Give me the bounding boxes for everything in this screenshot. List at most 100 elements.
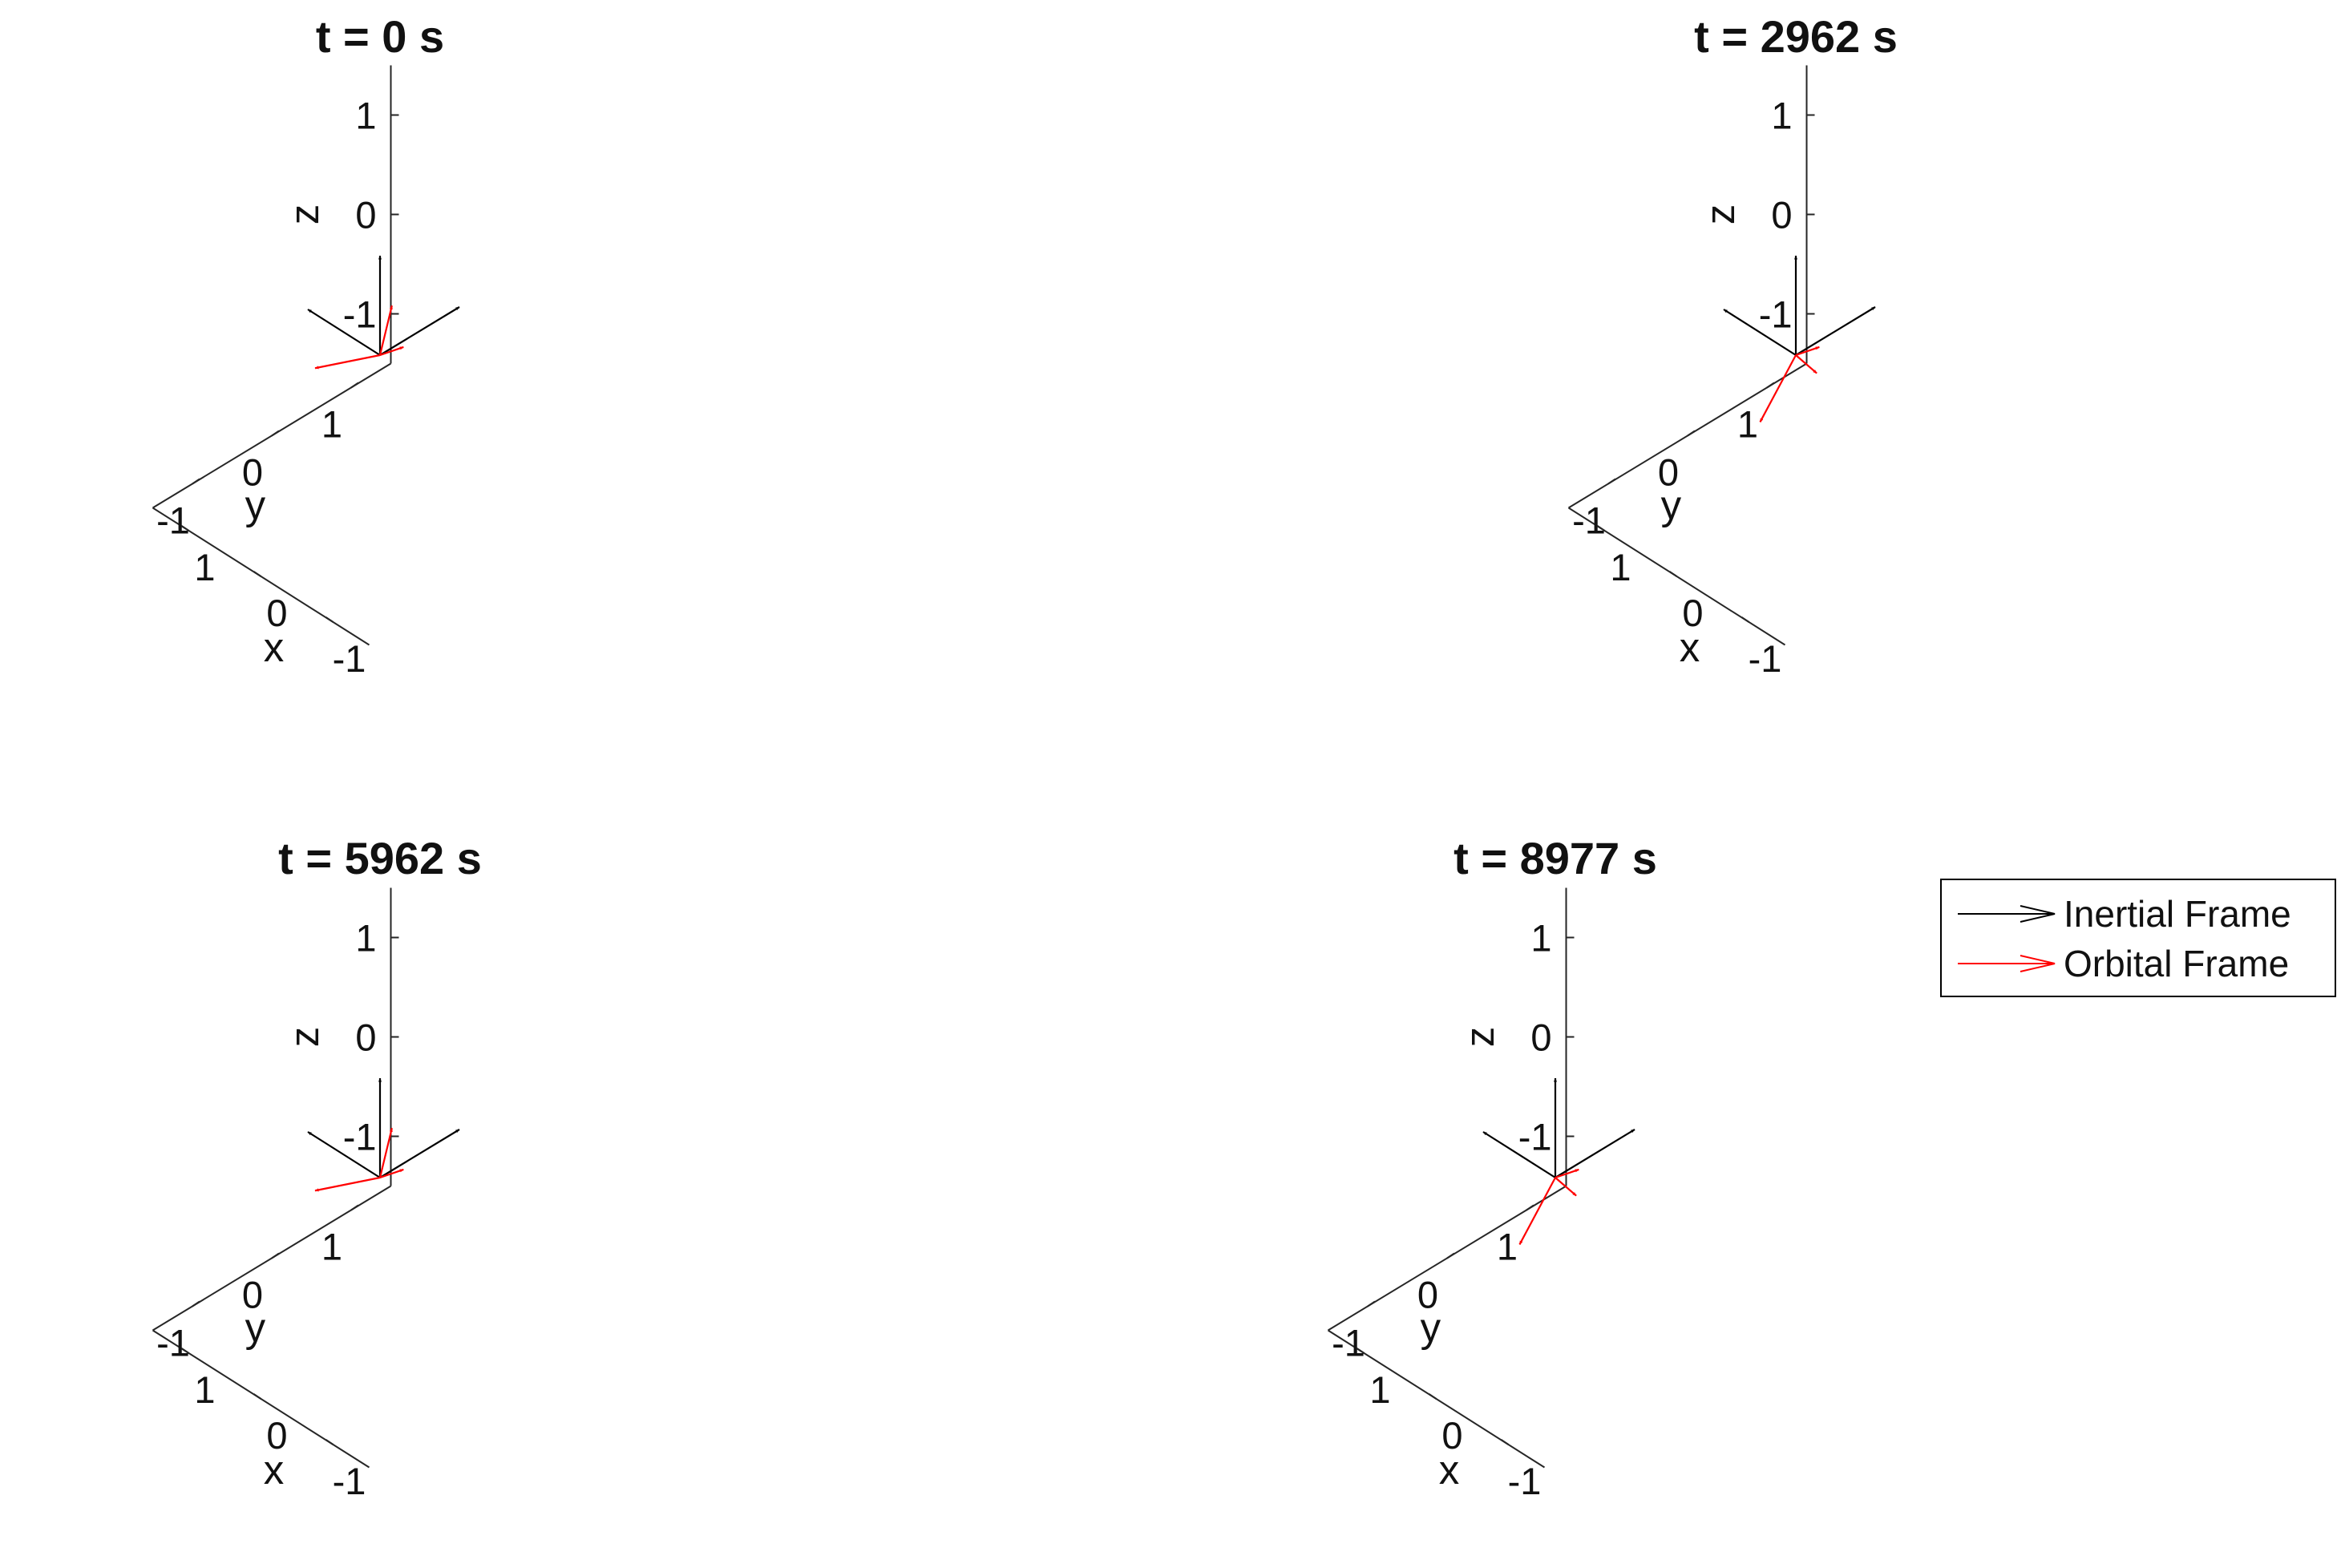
y-tick-mark xyxy=(192,1300,200,1307)
z-tick-label: 1 xyxy=(1530,917,1551,960)
x-tick-mark xyxy=(1356,1348,1365,1354)
z-tick-label: 1 xyxy=(355,95,376,137)
inertial-axis-x xyxy=(1482,1131,1556,1178)
y-tick-label: 0 xyxy=(1658,451,1679,494)
legend-inertial-label: Inertial Frame xyxy=(2064,893,2291,935)
x-tick-label: -1 xyxy=(1749,637,1782,680)
x-axis-label: x xyxy=(1680,624,1700,670)
orbital-axis-x xyxy=(378,1127,393,1178)
y-tick-label: 1 xyxy=(1497,1226,1518,1268)
y-tick-label: -1 xyxy=(156,1322,190,1364)
z-tick-label: -1 xyxy=(1759,293,1793,336)
y-tick-label: 0 xyxy=(242,451,263,494)
x-tick-mark xyxy=(180,1348,190,1354)
y-tick-mark xyxy=(350,382,359,389)
x-tick-mark xyxy=(1668,571,1678,577)
x-axis-label: x xyxy=(264,624,285,670)
orbital-axis-x xyxy=(1795,354,1817,374)
orbital-axis-x xyxy=(1555,1177,1577,1197)
y-axis-label: y xyxy=(245,1305,266,1351)
z-axis-label: z xyxy=(281,1027,327,1048)
y-tick-mark xyxy=(1526,1204,1534,1211)
x-tick-label: 0 xyxy=(266,592,287,634)
x-tick-label: 1 xyxy=(1369,1368,1390,1411)
x-tick-label: 0 xyxy=(1441,1414,1462,1457)
legend-orbital-arrowhead xyxy=(2020,955,2056,972)
x-tick-mark xyxy=(1596,525,1606,531)
y-axis-label: y xyxy=(1661,483,1682,528)
y-tick-label: 1 xyxy=(1737,403,1758,446)
y-tick-mark xyxy=(1687,430,1696,437)
subplot-title: t = 5962 s xyxy=(278,833,482,883)
x-tick-label: 0 xyxy=(266,1414,287,1457)
y-tick-mark xyxy=(1607,478,1616,485)
z-tick-label: -1 xyxy=(1518,1116,1552,1158)
orbital-axis-z xyxy=(1518,1177,1556,1245)
z-axis-label: z xyxy=(1697,204,1743,225)
inertial-axis-x xyxy=(307,309,381,356)
y-tick-label: 1 xyxy=(321,403,342,446)
y-tick-mark xyxy=(271,430,280,437)
z-tick-label: 1 xyxy=(355,917,376,960)
subplot-2: t = 2962 s -1 -1 -1 0 0 0 1 1 1 x y z xyxy=(1567,11,1898,680)
orbital-axis-x xyxy=(378,305,393,356)
z-tick-label: -1 xyxy=(343,293,377,336)
orbital-axis-y xyxy=(379,1168,404,1179)
x-tick-label: -1 xyxy=(333,1460,366,1502)
subplot-title: t = 8977 s xyxy=(1454,833,1657,883)
x-tick-label: -1 xyxy=(333,637,366,680)
x-axis-label: x xyxy=(264,1447,285,1493)
z-tick-label: 0 xyxy=(1771,194,1792,236)
x-axis-label: x xyxy=(1439,1447,1460,1493)
y-tick-mark xyxy=(1766,382,1775,389)
y-tick-label: -1 xyxy=(1572,499,1606,542)
subplot-grid: t = 0 s -1 -1 -1 0 0 0 1 1 1 x y z t = 2962 s -1 -1 -1 0 0… xyxy=(152,11,1898,1502)
y-tick-label: 1 xyxy=(321,1226,342,1268)
subplot-title: t = 0 s xyxy=(316,11,444,62)
x-tick-label: 1 xyxy=(194,546,215,588)
y-tick-mark xyxy=(1446,1252,1455,1259)
x-tick-mark xyxy=(253,571,262,577)
legend: Inertial Frame Orbital Frame xyxy=(1940,879,2336,997)
subplot-title: t = 2962 s xyxy=(1694,11,1898,62)
inertial-axis-x xyxy=(307,1131,381,1178)
y-tick-label: -1 xyxy=(1332,1322,1365,1364)
z-tick-label: 0 xyxy=(355,194,376,236)
y-tick-mark xyxy=(192,478,200,485)
y-tick-label: 0 xyxy=(1417,1274,1438,1316)
legend-inertial-arrowhead xyxy=(2020,905,2056,923)
inertial-axis-y xyxy=(379,306,460,356)
orbital-axis-y xyxy=(379,346,404,357)
x-tick-mark xyxy=(1428,1393,1437,1400)
z-tick-label: 0 xyxy=(355,1016,376,1059)
orbital-axis-z xyxy=(314,354,381,370)
z-tick-label: 0 xyxy=(1530,1016,1551,1059)
y-tick-mark xyxy=(1367,1300,1376,1307)
inertial-axis-y xyxy=(1555,1129,1635,1178)
orbital-axis-z xyxy=(1759,354,1797,422)
inertial-axis-y xyxy=(1795,306,1876,356)
inertial-axis-y xyxy=(379,1129,460,1178)
orbital-axis-y xyxy=(1555,1168,1579,1179)
y-tick-mark xyxy=(350,1204,359,1211)
x-tick-mark xyxy=(325,1439,334,1445)
x-tick-label: 1 xyxy=(1610,546,1631,588)
x-tick-mark xyxy=(180,525,190,531)
y-tick-label: 0 xyxy=(242,1274,263,1316)
y-axis-label: y xyxy=(245,483,266,528)
orbital-axis-z xyxy=(314,1176,381,1192)
x-tick-mark xyxy=(253,1393,262,1400)
z-axis-label: z xyxy=(281,204,327,225)
y-tick-label: -1 xyxy=(156,499,190,542)
y-tick-mark xyxy=(271,1252,280,1259)
inertial-axis-x xyxy=(1723,309,1797,356)
orbital-axis-y xyxy=(1795,346,1820,357)
x-tick-mark xyxy=(1500,1439,1510,1445)
x-tick-label: -1 xyxy=(1508,1460,1542,1502)
z-tick-label: 1 xyxy=(1771,95,1792,137)
y-axis-label: y xyxy=(1421,1305,1441,1351)
x-tick-label: 0 xyxy=(1682,592,1703,634)
